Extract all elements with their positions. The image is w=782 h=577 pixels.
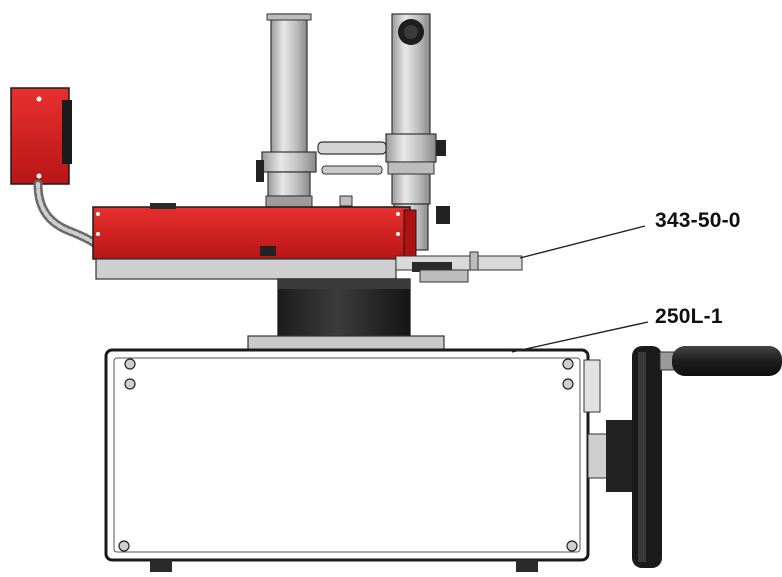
red-stage <box>92 203 417 260</box>
foot-icon <box>150 560 172 572</box>
left-knob-icon <box>256 160 264 182</box>
crank-handle-icon <box>672 346 782 376</box>
base-cabinet <box>104 348 601 572</box>
callout-label-top-assembly: 343-50-0 <box>655 209 741 232</box>
foot-icon <box>516 560 538 572</box>
gooseneck-cable <box>33 179 101 249</box>
callout-line-base <box>511 321 649 353</box>
stage-plate <box>95 251 523 283</box>
camera-head <box>10 87 72 185</box>
callout-line-top <box>519 225 646 259</box>
left-column <box>256 13 317 209</box>
crossbar <box>317 141 387 207</box>
right-knob-icon <box>436 140 446 156</box>
right-column <box>385 13 450 251</box>
rotation-drum <box>247 278 445 351</box>
callout-label-base-assembly: 250L-1 <box>655 305 723 328</box>
handwheel <box>587 346 782 568</box>
